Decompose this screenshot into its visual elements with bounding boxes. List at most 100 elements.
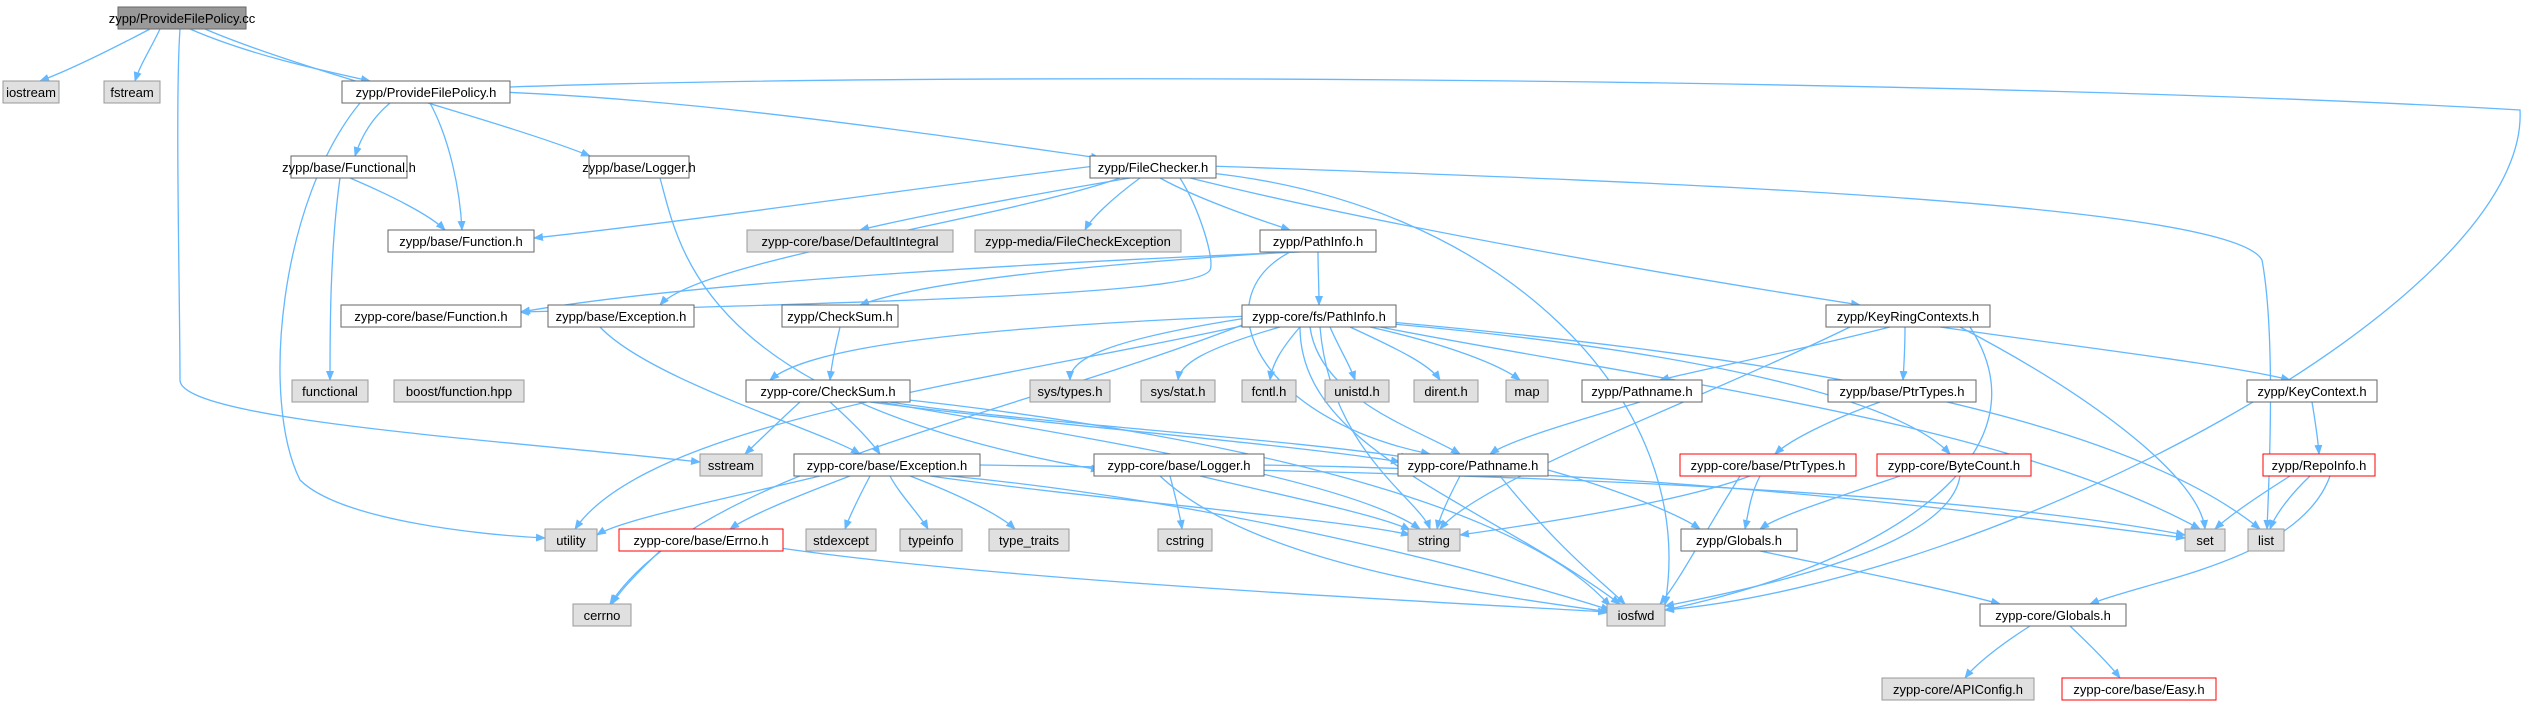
dependency-edge xyxy=(769,315,1251,381)
node-keyring-contexts-h[interactable]: zypp/KeyRingContexts.h xyxy=(1825,304,1991,328)
node-repoinfo-h[interactable]: zypp/RepoInfo.h xyxy=(2262,453,2376,477)
dependency-edge xyxy=(574,321,1261,530)
node-boost-function-label: boost/function.hpp xyxy=(406,384,512,399)
node-sstream-label: sstream xyxy=(708,458,754,473)
node-fcntl[interactable]: fcntl.h xyxy=(1241,379,1297,403)
node-root[interactable]: zypp/ProvideFilePolicy.cc xyxy=(109,6,256,30)
node-checksum-h-label: zypp/CheckSum.h xyxy=(787,309,893,324)
dependency-edge xyxy=(1309,326,1461,455)
node-dirent[interactable]: dirent.h xyxy=(1413,379,1479,403)
node-default-integral-label: zypp-core/base/DefaultIntegral xyxy=(761,234,938,249)
node-sys-types[interactable]: sys/types.h xyxy=(1029,379,1111,403)
node-functional[interactable]: functional xyxy=(291,379,369,403)
dependency-edge xyxy=(859,177,1131,232)
node-logger-h-label: zypp/base/Logger.h xyxy=(582,160,695,175)
node-list[interactable]: list xyxy=(2247,528,2285,552)
node-errno-h-label: zypp-core/base/Errno.h xyxy=(633,533,768,548)
dependency-edge xyxy=(2269,475,2311,530)
node-provide-file-policy-h[interactable]: zypp/ProvideFilePolicy.h xyxy=(341,80,511,104)
dependency-edge xyxy=(909,475,1016,530)
node-unistd[interactable]: unistd.h xyxy=(1324,379,1390,403)
dependency-edge xyxy=(429,102,466,231)
node-default-integral[interactable]: zypp-core/base/DefaultIntegral xyxy=(746,229,954,253)
node-fs-pathinfo-h[interactable]: zypp-core/fs/PathInfo.h xyxy=(1241,304,1397,328)
dependency-edge xyxy=(533,165,1096,242)
dependency-edge xyxy=(519,177,1212,316)
dependency-edge xyxy=(1329,326,1356,381)
dependency-edges xyxy=(39,28,2521,679)
node-map[interactable]: map xyxy=(1505,379,1549,403)
dependency-edge xyxy=(1939,326,2291,382)
dependency-edge xyxy=(611,550,661,605)
node-functional-h[interactable]: zypp/base/Functional.h xyxy=(282,155,416,179)
dependency-edge xyxy=(509,78,2521,614)
node-easy-h[interactable]: zypp-core/base/Easy.h xyxy=(2061,677,2217,701)
node-pathname-h[interactable]: zypp/Pathname.h xyxy=(1581,379,1703,403)
dependency-edge xyxy=(844,475,871,530)
node-set[interactable]: set xyxy=(2184,528,2226,552)
node-core-globals-h[interactable]: zypp-core/Globals.h xyxy=(1979,603,2127,627)
dependency-edge xyxy=(2089,475,2331,605)
node-type-traits[interactable]: type_traits xyxy=(988,528,1070,552)
node-string[interactable]: string xyxy=(1407,528,1461,552)
node-globals-h[interactable]: zypp/Globals.h xyxy=(1680,528,1798,552)
node-typeinfo-label: typeinfo xyxy=(908,533,954,548)
node-stdexcept[interactable]: stdexcept xyxy=(805,528,877,552)
dependency-edge xyxy=(353,102,391,157)
node-core-ptrtypes-h[interactable]: zypp-core/base/PtrTypes.h xyxy=(1679,453,1857,477)
dependency-edge xyxy=(39,28,151,82)
dependency-edge xyxy=(599,326,861,455)
node-cstring[interactable]: cstring xyxy=(1157,528,1213,552)
dependency-edge xyxy=(826,326,841,381)
node-errno-h[interactable]: zypp-core/base/Errno.h xyxy=(618,528,784,552)
dependency-edge xyxy=(1964,625,2031,679)
node-fstream-label: fstream xyxy=(110,85,153,100)
dependency-edge xyxy=(596,475,821,536)
node-fs-pathinfo-h-label: zypp-core/fs/PathInfo.h xyxy=(1252,309,1386,324)
node-apiconfig-h[interactable]: zypp-core/APIConfig.h xyxy=(1881,677,2035,701)
node-ptrtypes-h[interactable]: zypp/base/PtrTypes.h xyxy=(1827,379,1977,403)
dependency-edge xyxy=(1209,165,2272,530)
dependency-edge xyxy=(1066,315,1261,381)
node-map-label: map xyxy=(1514,384,1539,399)
dependency-edge xyxy=(1459,475,1751,538)
node-core-checksum-h[interactable]: zypp-core/CheckSum.h xyxy=(745,379,911,403)
dependency-edge xyxy=(1959,326,2209,530)
node-fstream[interactable]: fstream xyxy=(103,80,161,104)
node-iostream[interactable]: iostream xyxy=(2,80,60,104)
node-cstring-label: cstring xyxy=(1166,533,1204,548)
node-utility[interactable]: utility xyxy=(544,528,598,552)
node-cerrno[interactable]: cerrno xyxy=(572,603,632,627)
node-typeinfo[interactable]: typeinfo xyxy=(899,528,963,552)
node-repoinfo-h-label: zypp/RepoInfo.h xyxy=(2272,458,2367,473)
dependency-edge xyxy=(1314,251,1323,306)
node-pathinfo-h[interactable]: zypp/PathInfo.h xyxy=(1259,229,1377,253)
node-list-label: list xyxy=(2258,533,2274,548)
dependency-edge xyxy=(1199,475,1411,531)
node-core-function-h[interactable]: zypp-core/base/Function.h xyxy=(340,304,522,328)
node-bytecount-h[interactable]: zypp-core/ByteCount.h xyxy=(1876,453,2032,477)
node-key-context-h[interactable]: zypp/KeyContext.h xyxy=(2246,379,2378,403)
node-core-checksum-h-label: zypp-core/CheckSum.h xyxy=(760,384,895,399)
node-sstream[interactable]: sstream xyxy=(699,453,763,477)
node-exception-h[interactable]: zypp/base/Exception.h xyxy=(547,304,695,328)
node-boost-function[interactable]: boost/function.hpp xyxy=(393,379,525,403)
node-sys-types-label: sys/types.h xyxy=(1037,384,1102,399)
node-checksum-h[interactable]: zypp/CheckSum.h xyxy=(781,304,899,328)
node-logger-h[interactable]: zypp/base/Logger.h xyxy=(582,155,696,179)
dependency-edge xyxy=(1664,475,1961,609)
dependency-edge xyxy=(1379,326,2201,530)
node-core-pathname-h[interactable]: zypp-core/Pathname.h xyxy=(1397,453,1549,477)
node-filechecker-h[interactable]: zypp/FileChecker.h xyxy=(1089,155,1217,179)
node-core-exception-h[interactable]: zypp-core/base/Exception.h xyxy=(793,453,981,477)
node-iosfwd[interactable]: iosfwd xyxy=(1606,603,1666,627)
dependency-edge xyxy=(929,475,1411,537)
node-file-check-exception[interactable]: zypp-media/FileCheckException xyxy=(974,229,1182,253)
node-iostream-label: iostream xyxy=(6,85,56,100)
dependency-edge xyxy=(1159,177,1291,231)
node-function-h[interactable]: zypp/base/Function.h xyxy=(387,229,535,253)
node-core-logger-h[interactable]: zypp-core/base/Logger.h xyxy=(1093,453,1265,477)
node-sys-stat[interactable]: sys/stat.h xyxy=(1140,379,1216,403)
dependency-edge xyxy=(1742,475,1761,530)
